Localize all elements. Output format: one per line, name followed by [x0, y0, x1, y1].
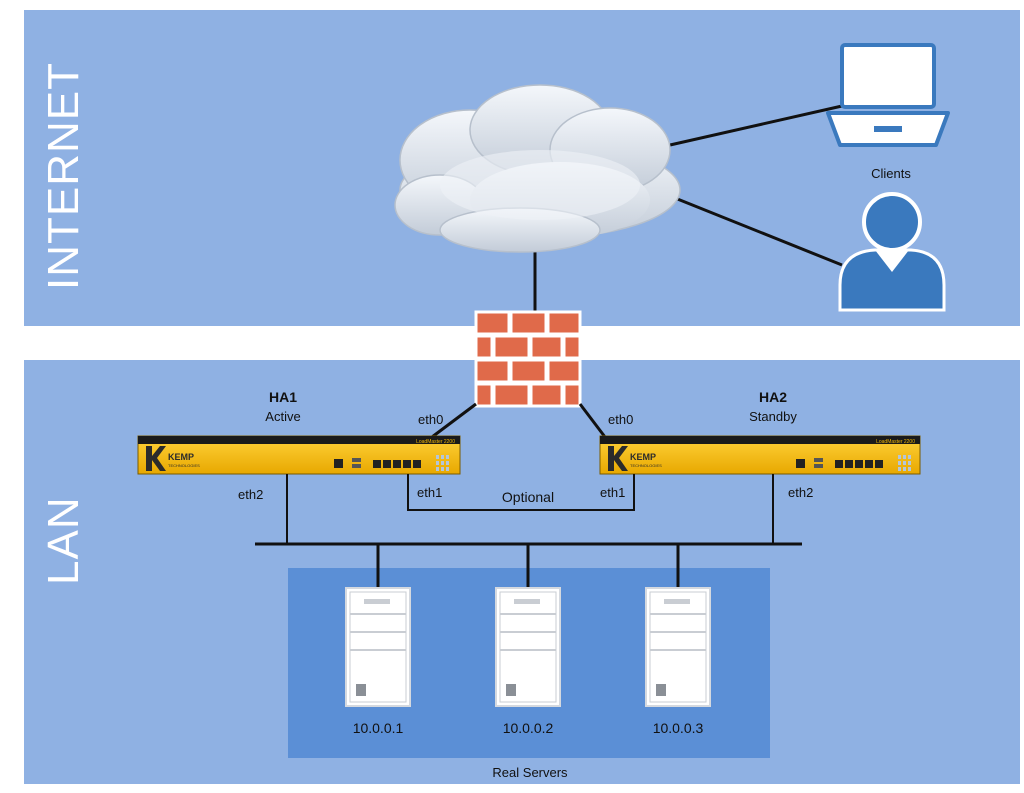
cloud-to-laptop-link [647, 104, 843, 152]
user-icon [838, 192, 946, 312]
server-3-ip: 10.0.0.3 [653, 720, 704, 736]
ha2-brand: KEMP [630, 452, 656, 462]
firewall-to-ha2-link [578, 403, 607, 438]
laptop-icon [826, 43, 950, 147]
real-servers-label: Real Servers [492, 765, 568, 780]
firewall-to-ha1-link [431, 402, 477, 439]
server-2-icon [495, 587, 561, 707]
ha2-eth1-label: eth1 [600, 485, 625, 500]
cloud-icon [394, 84, 681, 253]
ha1-state: Active [265, 409, 300, 424]
ha2-appliance: LoadMaster 2200 KEMP TECHNOLOGIES [599, 435, 921, 475]
internet-zone-title: INTERNET [39, 62, 88, 290]
ha2-brand-sub: TECHNOLOGIES [630, 463, 662, 468]
ha1-eth2-label: eth2 [238, 487, 263, 502]
server-3-icon [645, 587, 711, 707]
server-1-ip: 10.0.0.1 [353, 720, 404, 736]
ha1-model-label: LoadMaster 2200 [416, 439, 455, 445]
ha2-eth0-label: eth0 [608, 412, 633, 427]
ha2-state: Standby [749, 409, 797, 424]
lan-zone-title: LAN [39, 496, 88, 585]
server-1-icon [345, 587, 411, 707]
ha2-name: HA2 [759, 389, 787, 405]
ha1-brand: KEMP [168, 452, 194, 462]
ha2-model-label: LoadMaster 2200 [876, 439, 915, 445]
brick-firewall-icon [474, 310, 582, 408]
ha2-eth2-label: eth2 [788, 485, 813, 500]
ha1-eth0-label: eth0 [418, 412, 443, 427]
cloud-to-user-link [654, 188, 843, 267]
ha1-appliance: LoadMaster 2200 KEMP TECHNOLOGIES [137, 435, 461, 475]
ha1-name: HA1 [269, 389, 297, 405]
optional-link-label: Optional [502, 489, 554, 505]
server-2-ip: 10.0.0.2 [503, 720, 554, 736]
ha1-brand-sub: TECHNOLOGIES [168, 463, 200, 468]
ha1-eth1-label: eth1 [417, 485, 442, 500]
optional-sync-link [407, 474, 635, 511]
clients-label: Clients [871, 166, 911, 181]
